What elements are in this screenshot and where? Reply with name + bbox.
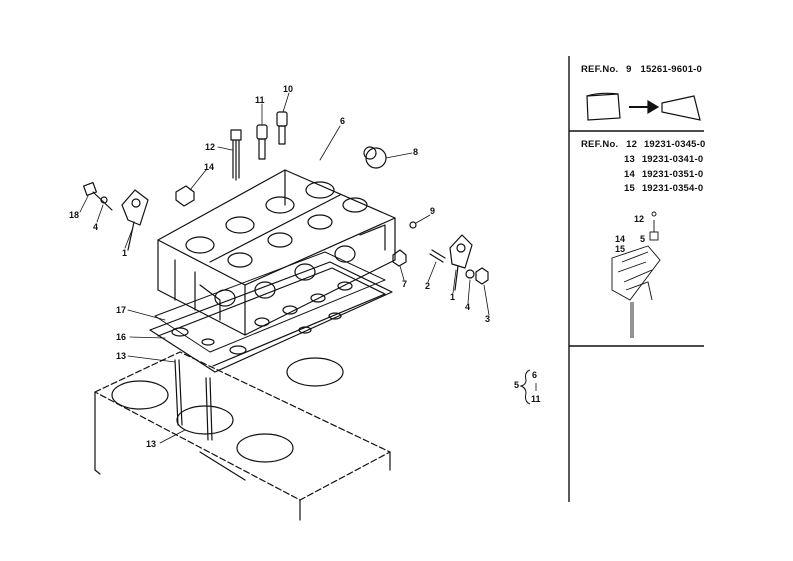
cylinder-head — [157, 169, 396, 336]
callout-1: 1 — [122, 248, 127, 258]
ref12-label: REF.No. — [581, 139, 619, 150]
nut-7 — [392, 249, 407, 267]
ref14-row: 14 19231-0351-0 — [624, 169, 703, 180]
assembly-bracket: 5 6 11 — [514, 369, 541, 405]
mini-label-12: 12 — [634, 214, 644, 224]
callout-2: 2 — [425, 281, 430, 291]
ref-panel-frame — [568, 56, 704, 502]
callout-18: 18 — [69, 210, 79, 220]
bolt-12 — [230, 129, 242, 181]
mini-label-5: 5 — [640, 234, 645, 244]
callout-11: 11 — [255, 95, 265, 105]
ref15-row: 15 19231-0354-0 — [624, 183, 703, 194]
ref13-number: 13 — [624, 154, 635, 165]
nozzle-holder-11 — [256, 124, 268, 160]
lifting-eye-right — [449, 234, 473, 291]
svg-text:6: 6 — [532, 370, 537, 380]
ref9-conversion-pictogram — [586, 92, 701, 121]
reference-panel: REF.No. 9 15261-9601-0 REF.No. 12 19231-… — [569, 55, 706, 505]
lifting-eye-left — [121, 189, 149, 251]
ref15-part-number: 19231-0354-0 — [641, 183, 704, 194]
ref13-row: 13 19231-0341-0 — [624, 154, 703, 165]
callout-12: 12 — [205, 142, 215, 152]
callout-7: 7 — [402, 279, 407, 289]
callout-17: 17 — [116, 305, 126, 315]
engine-block — [94, 351, 391, 521]
leader-lines — [79, 92, 490, 444]
ref12-part-number: 19231-0345-0 — [643, 139, 706, 150]
washer-4-right — [465, 269, 475, 279]
washer-9 — [409, 221, 417, 229]
ref13-part-number: 19231-0341-0 — [641, 154, 704, 165]
mini-label-14: 14 — [615, 234, 625, 244]
nut-14 — [175, 185, 195, 207]
bolt-18 — [82, 181, 113, 211]
nozzle-holder-10 — [276, 111, 288, 145]
svg-text:11: 11 — [531, 394, 541, 404]
ref9-number: 9 — [626, 64, 632, 75]
callout-13-upper: 13 — [116, 351, 126, 361]
ref12-number: 12 — [626, 139, 638, 150]
ref12-row: REF.No. 12 19231-0345-0 — [581, 139, 706, 150]
stud-2 — [429, 249, 446, 263]
ref9-label: REF.No. — [581, 64, 619, 75]
gasket-plate — [154, 251, 386, 353]
callout-3: 3 — [485, 314, 490, 324]
ref14-part-number: 19231-0351-0 — [641, 169, 704, 180]
callout-6: 6 — [340, 116, 345, 126]
callout-4: 4 — [93, 222, 98, 232]
ref15-number: 15 — [624, 183, 635, 194]
callout-9: 9 — [430, 206, 435, 216]
plug-8 — [363, 146, 387, 169]
nut-3 — [475, 267, 489, 285]
callout-4-right: 4 — [465, 302, 470, 312]
ref14-number: 14 — [624, 169, 635, 180]
svg-text:5: 5 — [514, 380, 519, 390]
callout-10: 10 — [283, 84, 293, 94]
mini-injector-diagram — [611, 211, 661, 338]
callout-1-right: 1 — [450, 292, 455, 302]
ref9-row: REF.No. 9 15261-9601-0 — [581, 64, 702, 75]
stud-13-right — [205, 377, 213, 441]
ref9-part-number: 15261-9601-0 — [640, 64, 703, 75]
callout-13-lower: 13 — [146, 439, 156, 449]
stud-13-left — [174, 359, 183, 426]
callout-8: 8 — [413, 147, 418, 157]
mini-label-15: 15 — [615, 244, 625, 254]
callout-16: 16 — [116, 332, 126, 342]
callout-14: 14 — [204, 162, 214, 172]
